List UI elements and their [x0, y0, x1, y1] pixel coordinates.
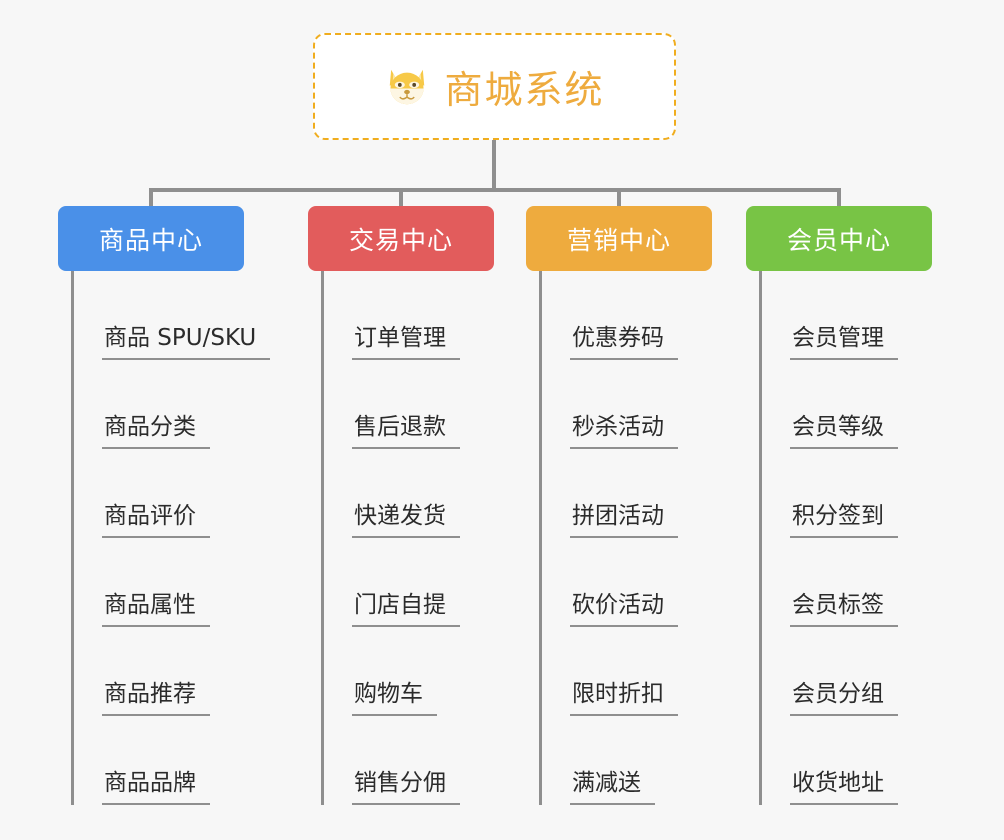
connector-stem: [492, 140, 496, 190]
category-label: 交易中心: [348, 225, 453, 255]
leaf-label: 积分签到: [790, 502, 898, 538]
leaf-label: 会员标签: [790, 591, 898, 627]
leaf-label: 商品评价: [102, 502, 210, 538]
leaf-label: 砍价活动: [570, 591, 678, 627]
leaf-label: 快递发货: [352, 502, 460, 538]
leaf-label: 销售分佣: [352, 769, 460, 805]
list-item[interactable]: 拼团活动: [542, 449, 736, 538]
leaf-label: 收货地址: [790, 769, 898, 805]
list-item[interactable]: 购物车: [324, 627, 518, 716]
branch-product-center: 商品中心 商品 SPU/SKU 商品分类 商品评价 商品属性 商品推荐 商品品牌: [58, 206, 298, 805]
category-label: 营销中心: [566, 225, 671, 255]
leaf-label: 商品品牌: [102, 769, 210, 805]
leaf-label: 订单管理: [352, 324, 460, 360]
root-title: 商城系统: [444, 68, 605, 112]
category-label: 会员中心: [786, 225, 891, 255]
leaf-label: 优惠券码: [570, 324, 678, 360]
leaf-label: 商品分类: [102, 413, 210, 449]
leaf-label: 商品属性: [102, 591, 210, 627]
branch-trade-center: 交易中心 订单管理 售后退款 快递发货 门店自提 购物车 销售分佣: [308, 206, 518, 805]
branch-marketing-center: 营销中心 优惠券码 秒杀活动 拼团活动 砍价活动 限时折扣 满减送: [526, 206, 736, 805]
leaf-list-marketing-center: 优惠券码 秒杀活动 拼团活动 砍价活动 限时折扣 满减送: [539, 271, 736, 805]
leaf-list-trade-center: 订单管理 售后退款 快递发货 门店自提 购物车 销售分佣: [321, 271, 518, 805]
list-item[interactable]: 秒杀活动: [542, 360, 736, 449]
leaf-label: 售后退款: [352, 413, 460, 449]
list-item[interactable]: 满减送: [542, 716, 736, 805]
list-item[interactable]: 商品品牌: [74, 716, 298, 805]
list-item[interactable]: 收货地址: [762, 716, 946, 805]
list-item[interactable]: 商品评价: [74, 449, 298, 538]
connector-drop-0: [149, 188, 153, 208]
list-item[interactable]: 订单管理: [324, 271, 518, 360]
dog-face-icon: [384, 64, 430, 110]
list-item[interactable]: 销售分佣: [324, 716, 518, 805]
list-item[interactable]: 优惠券码: [542, 271, 736, 360]
connector-drop-1: [399, 188, 403, 208]
category-node-marketing-center[interactable]: 营销中心: [526, 206, 712, 271]
list-item[interactable]: 会员分组: [762, 627, 946, 716]
root-node[interactable]: 商城系统: [313, 33, 676, 140]
connector-bus: [149, 188, 841, 192]
list-item[interactable]: 砍价活动: [542, 538, 736, 627]
list-item[interactable]: 售后退款: [324, 360, 518, 449]
category-node-trade-center[interactable]: 交易中心: [308, 206, 494, 271]
leaf-list-member-center: 会员管理 会员等级 积分签到 会员标签 会员分组 收货地址: [759, 271, 946, 805]
list-item[interactable]: 快递发货: [324, 449, 518, 538]
category-label: 商品中心: [98, 225, 203, 255]
leaf-label: 秒杀活动: [570, 413, 678, 449]
leaf-label: 会员管理: [790, 324, 898, 360]
branch-member-center: 会员中心 会员管理 会员等级 积分签到 会员标签 会员分组 收货地址: [746, 206, 946, 805]
list-item[interactable]: 会员管理: [762, 271, 946, 360]
list-item[interactable]: 商品推荐: [74, 627, 298, 716]
leaf-label: 购物车: [352, 680, 437, 716]
connector-drop-3: [837, 188, 841, 208]
list-item[interactable]: 会员标签: [762, 538, 946, 627]
leaf-label: 商品 SPU/SKU: [102, 324, 271, 360]
connector-drop-2: [617, 188, 621, 208]
list-item[interactable]: 商品分类: [74, 360, 298, 449]
list-item[interactable]: 商品 SPU/SKU: [74, 271, 298, 360]
list-item[interactable]: 限时折扣: [542, 627, 736, 716]
list-item[interactable]: 会员等级: [762, 360, 946, 449]
leaf-list-product-center: 商品 SPU/SKU 商品分类 商品评价 商品属性 商品推荐 商品品牌: [71, 271, 298, 805]
list-item[interactable]: 积分签到: [762, 449, 946, 538]
category-node-product-center[interactable]: 商品中心: [58, 206, 244, 271]
list-item[interactable]: 门店自提: [324, 538, 518, 627]
leaf-label: 满减送: [570, 769, 655, 805]
list-item[interactable]: 商品属性: [74, 538, 298, 627]
leaf-label: 会员等级: [790, 413, 898, 449]
leaf-label: 会员分组: [790, 680, 898, 716]
category-node-member-center[interactable]: 会员中心: [746, 206, 932, 271]
leaf-label: 拼团活动: [570, 502, 678, 538]
leaf-label: 门店自提: [352, 591, 460, 627]
leaf-label: 限时折扣: [570, 680, 678, 716]
leaf-label: 商品推荐: [102, 680, 210, 716]
